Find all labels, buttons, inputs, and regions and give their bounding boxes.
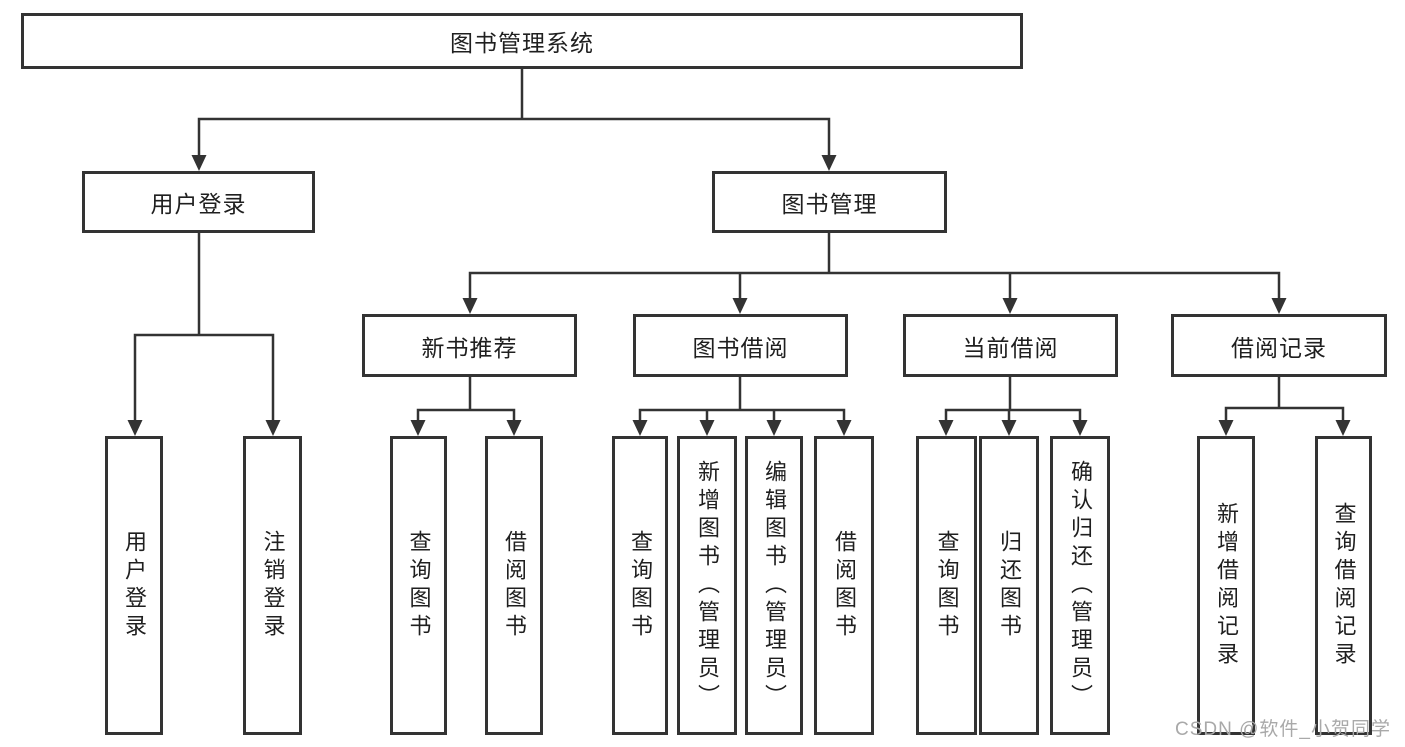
node-label: 归还图书 <box>997 529 1022 642</box>
leaf-query-books-current: 查询图书 <box>916 436 977 735</box>
node-label: 查询图书 <box>406 529 432 642</box>
node-label: 编辑图书（管理员） <box>762 459 787 712</box>
leaf-query-books-recommend: 查询图书 <box>390 436 447 735</box>
leaf-user-login: 用户登录 <box>105 436 163 735</box>
node-label: 查询图书 <box>934 529 960 642</box>
node-label: 图书借阅 <box>692 334 789 361</box>
connector-lines <box>133 69 1345 424</box>
node-current-borrowing: 当前借阅 <box>903 314 1118 377</box>
leaf-edit-book-admin: 编辑图书（管理员） <box>745 436 803 735</box>
node-label: 确认归还（管理员） <box>1068 459 1093 712</box>
node-label: 查询图书 <box>628 529 653 642</box>
leaf-confirm-return-admin: 确认归还（管理员） <box>1050 436 1110 735</box>
node-label: 新书推荐 <box>421 334 518 361</box>
node-label: 新增图书（管理员） <box>695 459 720 712</box>
node-label: 图书管理系统 <box>450 30 594 56</box>
node-borrowing-records: 借阅记录 <box>1171 314 1387 377</box>
node-label: 用户登录 <box>150 191 247 217</box>
leaf-add-borrow-record: 新增借阅记录 <box>1197 436 1255 735</box>
leaf-return-book: 归还图书 <box>979 436 1039 735</box>
node-user-login: 用户登录 <box>82 171 315 233</box>
node-new-book-recommend: 新书推荐 <box>362 314 577 377</box>
leaf-logout: 注销登录 <box>243 436 302 735</box>
leaf-borrow-books-borrow: 借阅图书 <box>814 436 874 735</box>
node-book-borrowing: 图书借阅 <box>633 314 848 377</box>
node-label: 借阅记录 <box>1231 334 1327 361</box>
node-label: 图书管理 <box>781 191 878 217</box>
leaf-query-borrow-record: 查询借阅记录 <box>1315 436 1372 735</box>
node-label: 注销登录 <box>260 529 286 642</box>
leaf-query-books-borrow: 查询图书 <box>612 436 668 735</box>
node-label: 当前借阅 <box>962 334 1059 361</box>
node-label: 借阅图书 <box>832 529 857 642</box>
node-label: 新增借阅记录 <box>1214 501 1239 670</box>
node-book-management: 图书管理 <box>712 171 947 233</box>
node-label: 借阅图书 <box>502 529 527 642</box>
csdn-watermark: CSDN @软件_小贺同学 <box>1175 719 1391 740</box>
leaf-add-book-admin: 新增图书（管理员） <box>677 436 737 735</box>
node-system-root: 图书管理系统 <box>21 13 1023 69</box>
node-label: 查询借阅记录 <box>1331 501 1357 670</box>
leaf-borrow-books-recommend: 借阅图书 <box>485 436 543 735</box>
node-label: 用户登录 <box>122 529 147 642</box>
